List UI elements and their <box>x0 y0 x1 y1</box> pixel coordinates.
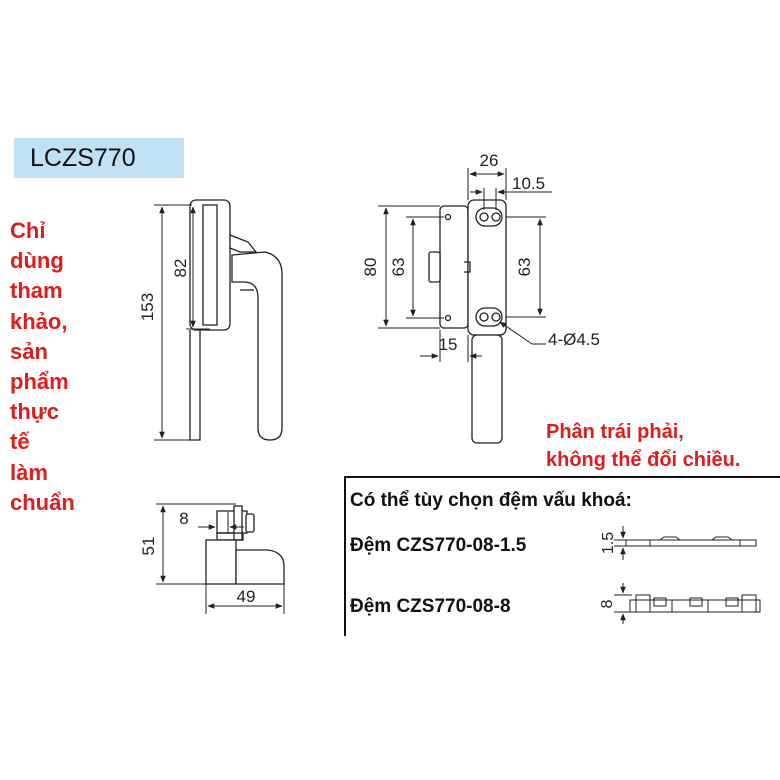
note-line: Chỉ <box>10 218 46 243</box>
handedness-note: Phân trái phải, không thể đổi chiều. <box>546 418 740 474</box>
note-line: thực <box>10 399 59 425</box>
note-line: làm <box>10 459 48 485</box>
dim-spacer-1-5: 1.5 <box>600 532 617 554</box>
spacer-1-5-drawing <box>614 526 757 560</box>
note-line: phẩm <box>10 369 69 395</box>
dim-spacer-8: 8 <box>599 599 616 608</box>
dim-front-hole-left: 63 <box>389 258 408 277</box>
dim-side-grip: 82 <box>171 259 190 278</box>
note-line: không thể đổi chiều. <box>546 449 741 471</box>
spacer-8-drawing <box>614 583 761 624</box>
side-view <box>189 199 283 441</box>
option-item-8: Đệm CZS770-08-8 <box>350 596 511 617</box>
reference-note: Chỉ dùng tham khảo, sản phẩm thực tế làm… <box>10 216 110 518</box>
note-line: tham <box>10 278 63 304</box>
note-line: Phân trái phải, <box>546 421 684 443</box>
note-line: tế <box>10 429 30 455</box>
dim-bottom-width: 49 <box>237 587 256 606</box>
note-line: dùng <box>10 248 64 274</box>
side-dimensions <box>154 204 210 441</box>
dim-front-hole-right: 63 <box>515 258 534 277</box>
dim-front-hole-spacing: 10.5 <box>512 174 545 193</box>
option-item-1-5: Đệm CZS770-08-1.5 <box>350 535 527 556</box>
dim-holes: 4-Ø4.5 <box>548 330 600 349</box>
front-dimensions <box>378 168 552 362</box>
dim-front-height: 80 <box>361 258 380 277</box>
front-view <box>428 199 507 444</box>
note-line: chuẩn <box>10 489 75 515</box>
dim-front-width: 26 <box>480 151 499 170</box>
dim-front-offset: 15 <box>439 335 458 354</box>
options-title: Có thể tùy chọn đệm vấu khoá: <box>350 490 632 511</box>
bottom-dimensions <box>156 503 285 614</box>
note-line: sản <box>10 338 48 364</box>
options-box <box>344 476 780 636</box>
model-tag: LCZS770 <box>14 138 184 178</box>
dim-bottom-offset: 8 <box>179 509 188 528</box>
dim-bottom-height: 51 <box>139 537 158 556</box>
dim-side-height: 153 <box>138 293 157 321</box>
bottom-view <box>205 505 285 585</box>
note-line: khảo, <box>10 308 68 334</box>
